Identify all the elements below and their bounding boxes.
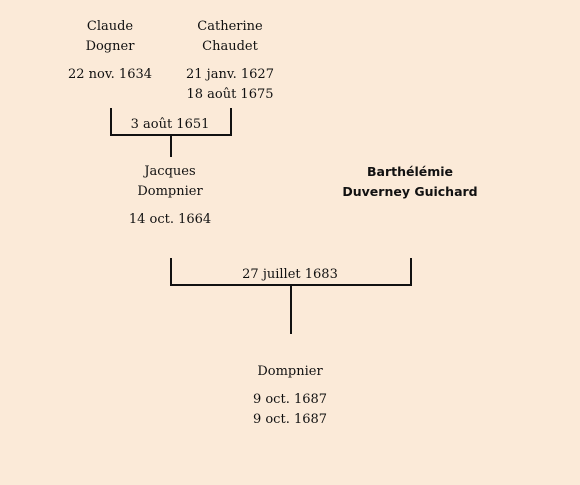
connector-line — [230, 108, 232, 136]
person-last-name: Dogner — [85, 39, 135, 54]
marriage-bar — [110, 134, 232, 136]
connector-line — [110, 108, 112, 136]
person-birth-date: 22 nov. 1634 — [67, 67, 153, 82]
person-last-name: Chaudet — [202, 39, 258, 54]
person-birth-date: 21 janv. 1627 — [186, 67, 274, 82]
connector-line — [410, 258, 412, 286]
person-first-name: Jacques — [144, 164, 196, 179]
person-last-name: Dompnier — [137, 184, 203, 199]
person-death-date: 9 oct. 1687 — [252, 412, 328, 427]
person-last-name: Dompnier — [257, 364, 323, 379]
descent-line — [290, 286, 292, 334]
descent-line — [170, 136, 172, 157]
person-birth-date: 14 oct. 1664 — [128, 212, 212, 227]
marriage-bar — [170, 284, 412, 286]
person-first-name: Barthélémie — [366, 164, 454, 179]
person-first-name: Catherine — [197, 19, 263, 34]
marriage-date: 3 août 1651 — [130, 117, 210, 132]
person-first-name: Claude — [86, 19, 134, 34]
person-birth-date: 9 oct. 1687 — [252, 392, 328, 407]
person-last-name: Duverney Guichard — [342, 184, 478, 199]
connector-line — [170, 258, 172, 286]
person-death-date: 18 août 1675 — [186, 87, 274, 102]
marriage-date: 27 juillet 1683 — [242, 267, 338, 282]
